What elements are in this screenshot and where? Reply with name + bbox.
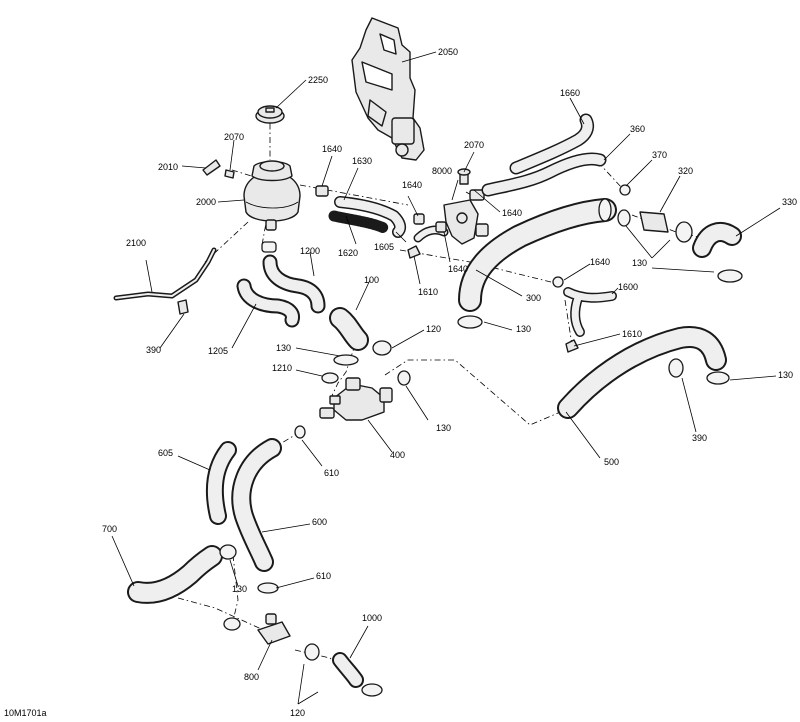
- callout-1610-a: 1610: [418, 287, 438, 297]
- bracket-2050: [351, 17, 425, 161]
- callout-1210: 1210: [272, 363, 292, 373]
- callout-605: 605: [158, 448, 173, 458]
- callout-500: 500: [604, 457, 619, 467]
- callout-130-a: 130: [632, 258, 647, 268]
- callout-610-a: 610: [324, 468, 339, 478]
- callout-130-b: 130: [516, 324, 531, 334]
- hose-700: [127, 544, 279, 604]
- hose-1600: [552, 276, 617, 353]
- callout-700: 700: [102, 524, 117, 534]
- callout-1600: 1600: [618, 282, 638, 292]
- right-fittings: [617, 184, 743, 283]
- callout-400: 400: [390, 450, 405, 460]
- callout-1640-b: 1640: [402, 180, 422, 190]
- callout-130-c: 130: [276, 343, 291, 353]
- lower-fittings: [223, 613, 383, 697]
- callout-1640-e: 1640: [502, 208, 522, 218]
- callout-2070-left: 2070: [224, 132, 244, 142]
- housing-400: [294, 370, 411, 439]
- callout-1660: 1660: [560, 88, 580, 98]
- small-parts: [202, 159, 471, 185]
- leader-lines: [111, 51, 781, 705]
- callout-370: 370: [652, 150, 667, 160]
- callout-1640-f: 1640: [590, 257, 610, 267]
- callout-130-d: 130: [436, 423, 451, 433]
- callout-1630: 1630: [352, 156, 372, 166]
- callout-320: 320: [678, 166, 693, 176]
- callout-labels: 2050 2250 2070 2010 2000 1640 1630 1620 …: [4, 47, 797, 718]
- callout-1640-a: 1640: [322, 144, 342, 154]
- hose-1660: [481, 113, 607, 197]
- tube-2100: [113, 247, 217, 315]
- callout-1000: 1000: [362, 613, 382, 623]
- callout-300: 300: [526, 293, 541, 303]
- callout-130-e: 130: [778, 370, 793, 380]
- valve-8000: [443, 189, 489, 245]
- elbows-1200-1205: [236, 241, 326, 328]
- callout-130-f: 130: [232, 584, 247, 594]
- hose-500: [557, 326, 730, 419]
- cap-2250: [255, 105, 285, 124]
- callout-1640-c: 1640: [448, 264, 468, 274]
- callout-1610-b: 1610: [622, 329, 642, 339]
- callout-360: 360: [630, 124, 645, 134]
- upper-middle-hoses: [315, 185, 449, 259]
- callout-2250: 2250: [308, 75, 328, 85]
- callout-120-b: 120: [290, 708, 305, 718]
- callout-2010: 2010: [158, 162, 178, 172]
- callout-610-b: 610: [316, 571, 331, 581]
- callout-1200: 1200: [300, 246, 320, 256]
- callout-2100: 2100: [126, 238, 146, 248]
- callout-2050: 2050: [438, 47, 458, 57]
- callout-2070-right: 2070: [464, 140, 484, 150]
- callout-8000: 8000: [432, 166, 452, 176]
- callout-330: 330: [782, 197, 797, 207]
- callout-800: 800: [244, 672, 259, 682]
- hoses-605-600: [205, 438, 282, 572]
- callout-2000: 2000: [196, 197, 216, 207]
- callout-1620: 1620: [338, 248, 358, 258]
- callout-390-a: 390: [146, 345, 161, 355]
- diagram-id: 10M1701a: [4, 708, 47, 718]
- elbow-100: [321, 307, 392, 384]
- callout-1205: 1205: [208, 346, 228, 356]
- reservoir-2000: [243, 160, 301, 231]
- callout-100: 100: [364, 275, 379, 285]
- callout-1605: 1605: [374, 242, 394, 252]
- hose-300: [457, 198, 617, 329]
- callout-120-a: 120: [426, 324, 441, 334]
- callout-600: 600: [312, 517, 327, 527]
- callout-390-b: 390: [692, 433, 707, 443]
